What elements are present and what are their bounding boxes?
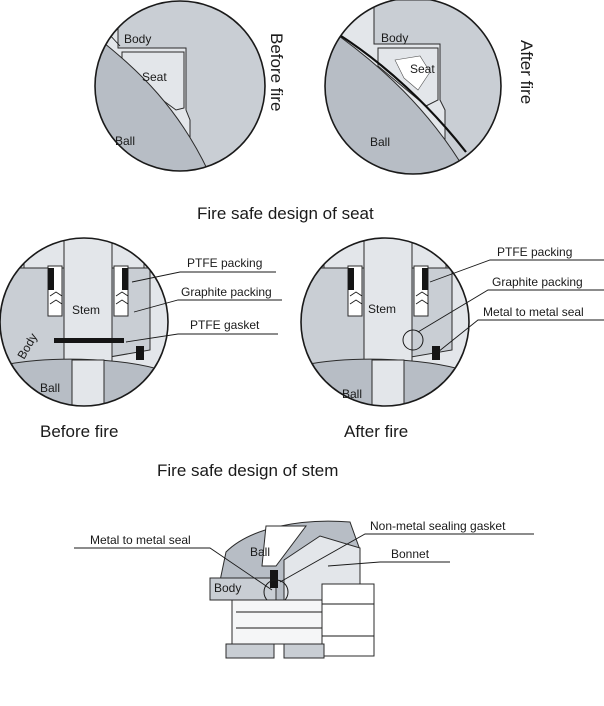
stem-before-ptfe-packing-label: PTFE packing [187, 256, 262, 270]
stem-after-metal-seal-leader [437, 319, 604, 353]
stem-before-fire-detail: Stem Body Ball [0, 237, 169, 407]
stem-before-caption: Before fire [40, 422, 118, 441]
seat-after-fire-detail: Body Seat Ball [324, 0, 502, 175]
stem-after-fire-detail: Stem Ball [300, 237, 470, 407]
stem-after-graphite-leader [417, 289, 604, 333]
stem-after-stem-label: Stem [368, 302, 396, 316]
seat-before-body-label: Body [124, 32, 151, 46]
bonnet-metal-seal-leader [74, 547, 273, 591]
stem-before-gasket-leader [125, 333, 278, 343]
seat-after-body [373, 0, 501, 174]
seat-before-caption: Before fire [267, 33, 286, 111]
stem-before-ptfe-packing-leader [131, 271, 276, 283]
stem-before-gasket-label: PTFE gasket [190, 318, 260, 332]
stem-after-ptfe-packing-label: PTFE packing [497, 245, 572, 259]
seat-after-body-label: Body [381, 31, 408, 45]
seat-before-ball [95, 30, 211, 171]
stem-before-ball-label: Ball [40, 381, 60, 395]
bonnet-bonnet-leader [327, 561, 450, 567]
seat-before-seat-label: Seat [142, 70, 167, 84]
stem-after-metal-seal-label: Metal to metal seal [483, 305, 584, 319]
bonnet-gasket-label: Non-metal sealing gasket [370, 519, 506, 533]
stem-section-title: Fire safe design of stem [157, 461, 338, 480]
stem-before-stem-label: Stem [72, 303, 100, 317]
stem-after-ptfe-packing-leader [429, 259, 604, 283]
stem-after-ball-label: Ball [342, 387, 362, 401]
seat-after-caption: After fire [517, 40, 536, 104]
seat-before-ball-label: Ball [115, 134, 135, 148]
bonnet-detail [209, 520, 375, 659]
bonnet-metal-seal-label: Metal to metal seal [90, 533, 191, 547]
bonnet-body-label: Body [214, 581, 241, 595]
stem-before-graphite-leader [133, 299, 282, 313]
seat-section-title: Fire safe design of seat [197, 204, 374, 223]
bonnet-bonnet-label: Bonnet [391, 547, 430, 561]
seat-before-fire-detail: Body Seat Ball [94, 0, 266, 172]
stem-after-graphite-label: Graphite packing [492, 275, 583, 289]
stem-before-graphite-label: Graphite packing [181, 285, 272, 299]
stem-after-caption: After fire [344, 422, 408, 441]
seat-before-body [117, 1, 265, 171]
bonnet-gasket-leader [279, 533, 534, 583]
seat-after-seat-label: Seat [410, 62, 435, 76]
bonnet-ball-label: Ball [250, 545, 270, 559]
seat-after-ball-label: Ball [370, 135, 390, 149]
